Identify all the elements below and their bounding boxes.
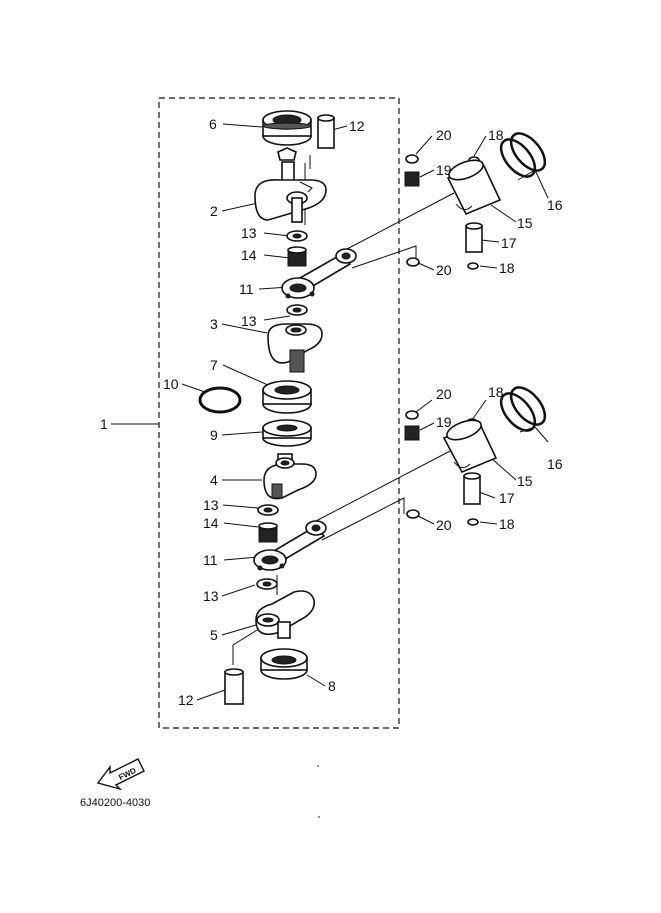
thrust-washer-3-hole	[263, 507, 273, 513]
callout-c11a: 11	[239, 281, 254, 297]
crank-2	[267, 323, 323, 373]
callout-c1: 1	[100, 416, 108, 432]
callout-c8: 8	[328, 678, 336, 694]
labyrinth-seal	[262, 419, 312, 447]
assembly-axis-lines	[232, 155, 455, 665]
callout-c2: 2	[210, 203, 218, 219]
callout-c7: 7	[210, 357, 218, 373]
callout-c13b: 13	[241, 313, 257, 329]
callout-c20c: 20	[436, 386, 452, 402]
callout-c13a: 13	[241, 225, 257, 241]
callout-c19b: 19	[436, 414, 452, 430]
callout-c16a: 16	[547, 197, 563, 213]
callout-c11b: 11	[203, 552, 218, 568]
callout-c13c: 13	[203, 497, 219, 513]
callout-c17a: 17	[501, 235, 517, 251]
callout-c9: 9	[210, 427, 218, 443]
callout-c20b: 20	[436, 262, 452, 278]
callout-c18c: 18	[488, 384, 504, 400]
fwd-arrow-icon: FWD	[96, 758, 145, 791]
crank-3	[263, 453, 317, 500]
callout-c12b: 12	[178, 692, 194, 708]
callout-c16b: 16	[547, 456, 563, 472]
needle-bearing-1	[287, 246, 307, 267]
callout-c20d: 20	[436, 517, 452, 533]
o-ring	[198, 386, 242, 414]
leader-lines	[111, 123, 549, 701]
connecting-rod-2	[253, 520, 327, 571]
ball-bearing-top	[262, 110, 312, 146]
crank-pin-bottom	[224, 668, 244, 705]
callout-c17b: 17	[499, 490, 515, 506]
thrust-washer-2-hole	[292, 307, 302, 313]
crank-pin-top	[317, 114, 335, 149]
scan-speck	[317, 765, 319, 767]
scan-speck	[318, 816, 320, 818]
connecting-rod-1	[281, 248, 357, 299]
callout-c15a: 15	[517, 215, 533, 231]
ball-bearing-bottom	[260, 648, 308, 680]
callout-c18d: 18	[499, 516, 515, 532]
thrust-washer-1-hole	[292, 233, 302, 239]
crank-4	[255, 590, 316, 639]
callout-c5: 5	[210, 627, 218, 643]
callout-labels: 6 12 20 18 19 16 2 15 13 17 14 20 18 11 …	[100, 116, 563, 708]
piston-group-lower	[404, 386, 547, 526]
needle-bearing-2	[258, 522, 278, 543]
callout-c12a: 12	[349, 118, 365, 134]
callout-c15b: 15	[517, 473, 533, 489]
crankshaft-assembly-boundary	[158, 97, 400, 729]
callout-c6: 6	[209, 116, 217, 132]
callout-c14a: 14	[241, 247, 257, 263]
callout-c13d: 13	[203, 588, 219, 604]
callout-c18b: 18	[499, 260, 515, 276]
drawing-code: 6J40200-4030	[80, 797, 150, 809]
ball-bearing-center	[262, 380, 312, 414]
crank-1	[254, 147, 327, 223]
piston-group-upper	[404, 132, 547, 270]
callout-c10: 10	[163, 376, 179, 392]
thrust-washer-4-hole	[262, 581, 272, 587]
callout-c20a: 20	[436, 127, 452, 143]
callout-c4: 4	[210, 472, 218, 488]
callout-c19a: 19	[436, 162, 452, 178]
callout-c14b: 14	[203, 515, 219, 531]
callout-c3: 3	[210, 316, 218, 332]
callout-c18a: 18	[488, 127, 504, 143]
